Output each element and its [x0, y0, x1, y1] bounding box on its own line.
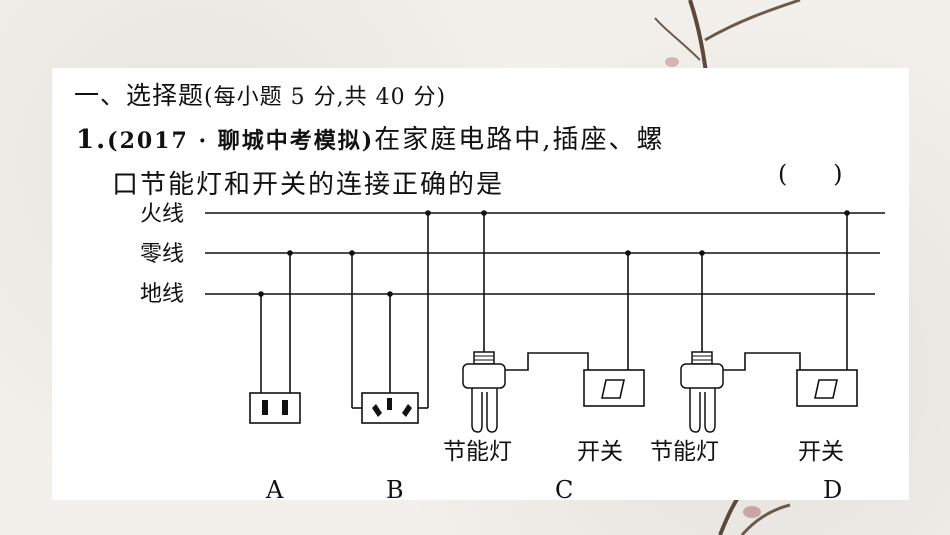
- switch-d-label: 开关: [798, 439, 844, 465]
- live-wire-label: 火线: [140, 202, 184, 227]
- lamp-d: [680, 351, 724, 433]
- question-number: 1.: [76, 125, 108, 155]
- switch-c-label: 开关: [577, 439, 623, 465]
- option-d: D: [823, 476, 843, 504]
- question-card: [52, 68, 909, 500]
- lamp-c: [462, 351, 506, 433]
- option-a: A: [266, 476, 284, 504]
- question-line-2: 口节能灯和开关的连接正确的是: [112, 170, 505, 200]
- switch-c: [583, 369, 645, 407]
- neutral-wire-label: 零线: [140, 242, 184, 267]
- answer-bracket: ( ): [778, 160, 843, 188]
- option-c: C: [555, 476, 574, 504]
- socket-a: [249, 392, 301, 424]
- question-line-1: 在家庭电路中,插座、螺: [374, 125, 665, 155]
- lamp-d-label: 节能灯: [650, 439, 719, 465]
- section-title: 一、选择题(每小题 5 分,共 40 分): [74, 76, 446, 112]
- question-source: (2017 · 聊城中考模拟): [107, 128, 375, 154]
- question-text: 1.(2017 · 聊城中考模拟)在家庭电路中,插座、螺 口节能灯和开关的连接正…: [76, 118, 664, 207]
- lamp-c-label: 节能灯: [443, 439, 512, 465]
- section-heading: 一、选择题: [74, 81, 205, 110]
- option-b: B: [386, 476, 404, 504]
- socket-b: [361, 392, 419, 424]
- section-score: (每小题 5 分,共 40 分): [204, 85, 447, 110]
- switch-d: [796, 369, 858, 407]
- ground-wire-label: 地线: [140, 282, 184, 307]
